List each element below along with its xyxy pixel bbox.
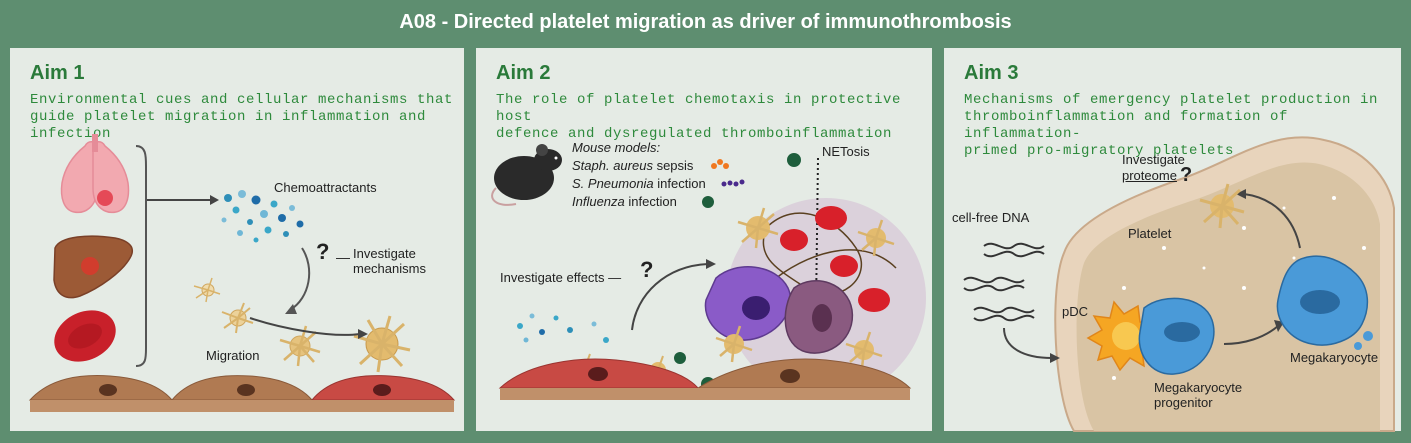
megakaryocyte-icon — [1276, 255, 1373, 350]
mouse-models-label: Mouse models: — [572, 140, 661, 155]
netosis-label: NETosis — [822, 144, 870, 159]
chemoattractant-dots — [517, 313, 609, 343]
aim3-panel: Aim 3 Mechanisms of emergency platelet p… — [944, 48, 1401, 432]
aim2-illustration — [491, 144, 926, 400]
aim3-subtitle: Mechanisms of emergency platelet product… — [964, 92, 1379, 159]
aim1-illustration — [28, 134, 456, 412]
platelet-icon — [193, 277, 411, 373]
aim1-subtitle: Environmental cues and cellular mechanis… — [30, 92, 454, 142]
cell-free-dna-label: cell-free DNA — [952, 210, 1030, 225]
endothelium-icon — [28, 375, 456, 412]
aim2-panel: Aim 2 The role of platelet chemotaxis in… — [476, 48, 932, 431]
model-staph-label: Staph. aureus sepsis — [572, 158, 694, 173]
migration-label: Migration — [206, 348, 260, 363]
bacteria-icon — [711, 159, 745, 187]
investigate-effects-label: Investigate effects — — [500, 270, 622, 285]
platelet-icon — [1199, 183, 1245, 229]
megakaryocyte-label: Megakaryocyte — [1290, 350, 1379, 365]
chemoattractants-label: Chemoattractants — [274, 180, 377, 195]
model-pneumonia-label: S. Pneumonia infection — [572, 176, 706, 191]
liver-icon — [53, 235, 134, 299]
dna-icon — [963, 242, 1045, 322]
megakaryocyte-progenitor-label: Megakaryocyte progenitor — [1154, 380, 1243, 410]
aim2-question-mark: ? — [640, 257, 654, 282]
investigate-mechanisms-label: Investigate mechanisms — [353, 246, 426, 276]
mouse-icon — [491, 144, 562, 206]
chemoattractant-dots — [221, 190, 304, 243]
aim1-heading: Aim 1 — [30, 62, 85, 84]
proteome-label: proteome — [1122, 168, 1177, 183]
platelet-label: Platelet — [1128, 226, 1172, 241]
pdc-label: pDC — [1062, 304, 1089, 319]
aim1-dash — [336, 258, 350, 259]
aim2-heading: Aim 2 — [496, 62, 551, 84]
investigate-label: Investigate — [1122, 152, 1185, 167]
pdc-icon — [1086, 300, 1160, 372]
figure-title: A08 - Directed platelet migration as dri… — [399, 11, 1012, 33]
aim2-subtitle: The role of platelet chemotaxis in prote… — [496, 92, 902, 142]
megakaryocyte-progenitor-icon — [1138, 297, 1215, 375]
aim1-panel: Aim 1 Environmental cues and cellular me… — [10, 48, 464, 431]
aim3-heading: Aim 3 — [964, 62, 1019, 84]
aim3-illustration — [963, 136, 1395, 432]
lung-icon — [60, 134, 130, 214]
model-influenza-label: Influenza infection — [572, 194, 677, 209]
neutrophil-icon — [704, 266, 854, 354]
aim1-question-mark: ? — [316, 239, 330, 264]
red-blood-cell-icon — [780, 206, 890, 312]
aim3-question-mark: ? — [1180, 164, 1193, 186]
red-blood-cell-icon — [54, 310, 116, 362]
endothelium-icon — [498, 358, 912, 400]
